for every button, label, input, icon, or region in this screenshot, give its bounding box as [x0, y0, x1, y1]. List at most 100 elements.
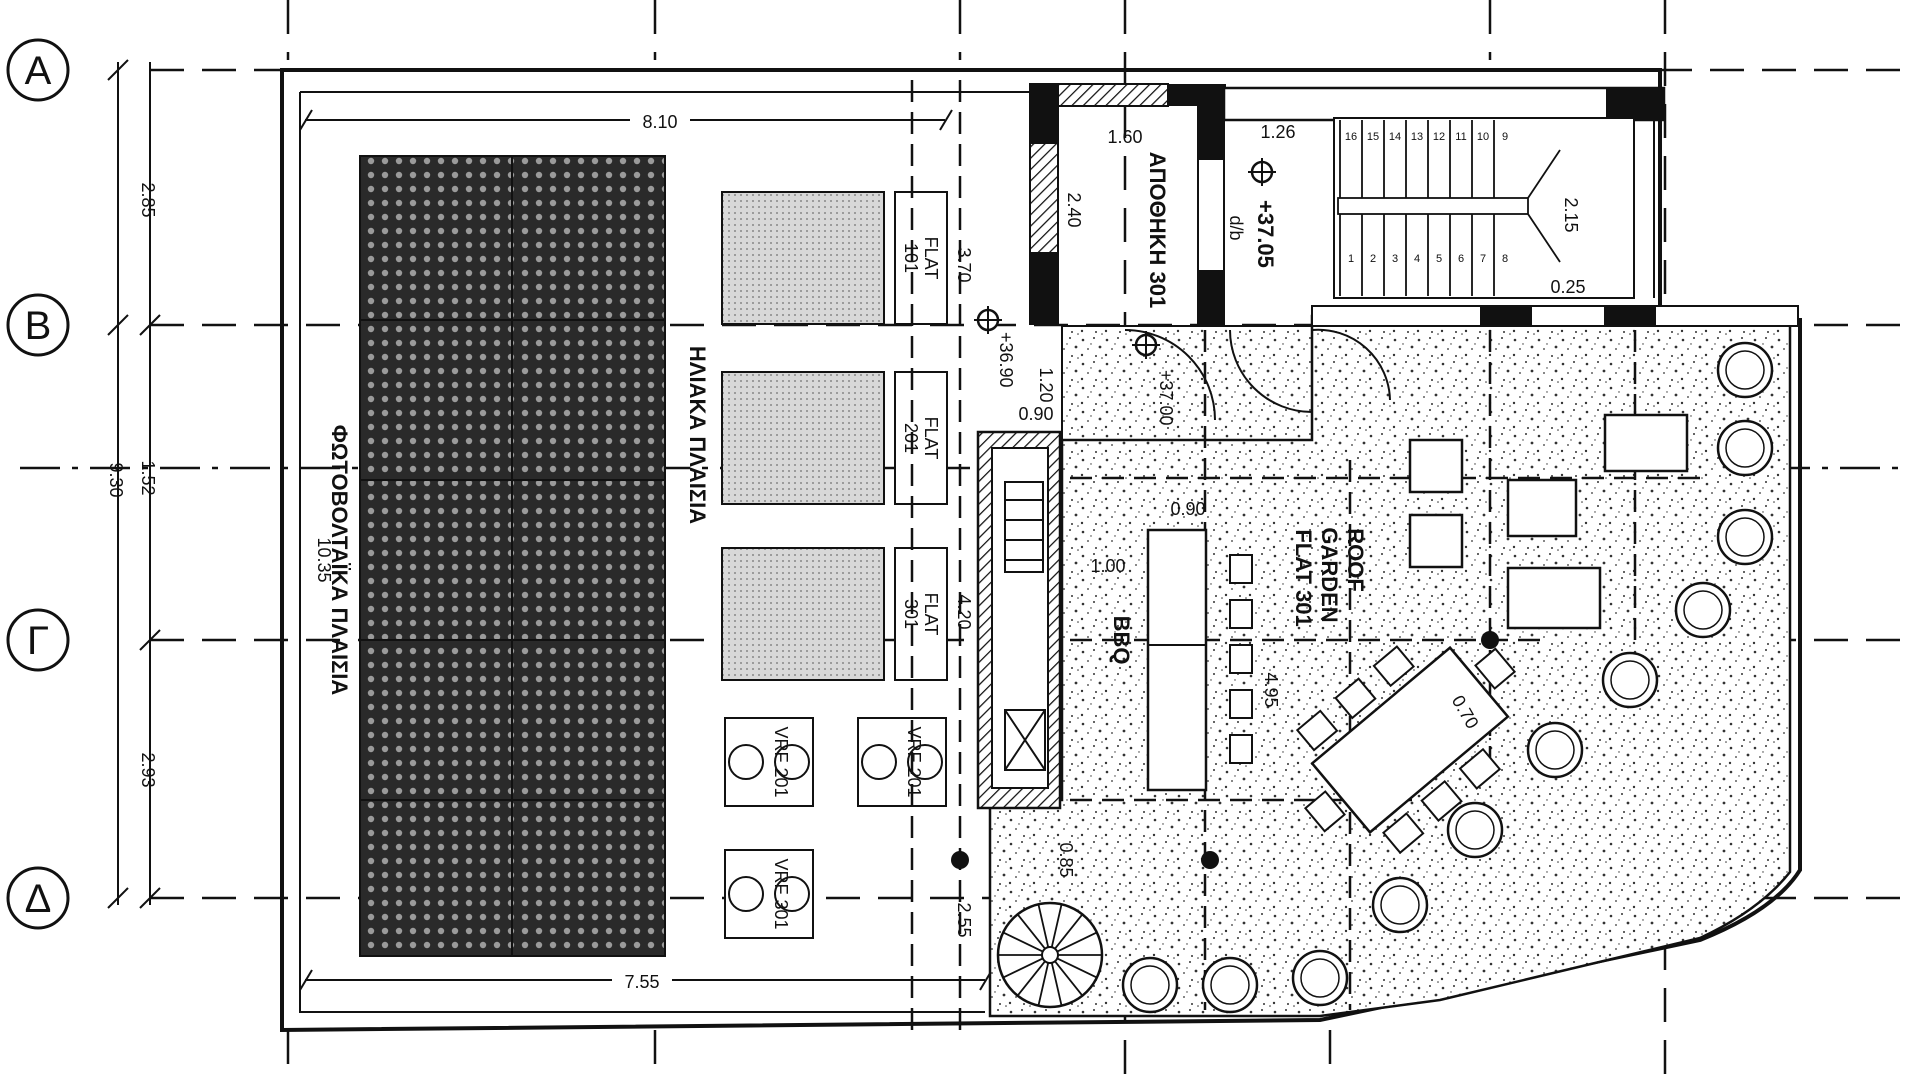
elevation-stair-top: +37.05	[1253, 200, 1278, 268]
spiral-tread	[1054, 913, 1084, 950]
spiral-tread	[1016, 913, 1046, 950]
dim-0-90-b: 0.90	[1170, 499, 1205, 519]
dim-1-00: 1.00	[1090, 556, 1125, 576]
pv-dim: 10.35	[314, 537, 334, 582]
solar-collectors	[721, 191, 948, 681]
stair-number: 4	[1414, 253, 1420, 265]
elevation-level-2: +37.00	[1156, 370, 1176, 426]
dim-4-20: 4.20	[954, 594, 974, 629]
spiral-tread	[1050, 904, 1063, 948]
dim-1-52: 1.52	[138, 460, 158, 495]
staircase	[1222, 86, 1666, 299]
planter-inner	[1300, 958, 1340, 998]
spiral-tread	[1056, 957, 1098, 979]
dining-table	[1295, 645, 1517, 855]
dim-1-20: 1.20	[1036, 367, 1056, 402]
vrf-label-1: VRF 201	[771, 726, 791, 797]
planter-inner	[1130, 965, 1170, 1005]
axis-bubble-g: Γ	[6, 608, 70, 672]
planter-inner	[1725, 517, 1765, 557]
stair-winder	[1527, 149, 1561, 263]
planter-inner	[1610, 660, 1650, 700]
stair-number: 14	[1389, 131, 1401, 143]
door-swings	[1124, 328, 1391, 421]
elevation-marker-2	[1132, 331, 1160, 359]
svg-text:Α: Α	[25, 49, 52, 93]
planter-inner	[1210, 965, 1250, 1005]
spiral-tread	[1037, 904, 1050, 948]
spiral-tread	[1054, 960, 1084, 997]
stair-number: 3	[1392, 253, 1398, 265]
spiral-stair	[996, 901, 1104, 1009]
stair-number: 6	[1458, 253, 1464, 265]
stair-number: 10	[1477, 131, 1489, 143]
bottom-width-dimension: 7.55	[299, 966, 993, 992]
spiral-tread	[1016, 960, 1046, 997]
stair-number: 13	[1411, 131, 1423, 143]
planter-inner	[1535, 730, 1575, 770]
flat-301-number: 301	[901, 599, 921, 629]
storage-height: 2.40	[1064, 192, 1084, 227]
planter-inner	[1725, 350, 1765, 390]
planter-inner	[1725, 428, 1765, 468]
elevation-level-1: +36.90	[996, 332, 1016, 388]
axis-bubble-d: Δ	[6, 866, 70, 930]
flat-301-label: FLAT	[921, 593, 941, 636]
svg-text:8.10: 8.10	[642, 112, 677, 132]
stair-dim-b: 0.25	[1550, 277, 1585, 297]
axis-bubble-b: Β	[6, 293, 70, 357]
planter-inner	[1380, 885, 1420, 925]
spiral-tread	[1056, 931, 1098, 953]
svg-text:Δ: Δ	[25, 877, 52, 921]
bbq-label: BBQ	[1109, 616, 1134, 665]
planter-inner	[1455, 810, 1495, 850]
planters	[1121, 341, 1774, 1014]
dim-4-95: 4.95	[1261, 672, 1281, 707]
spiral-tread	[1037, 962, 1050, 1006]
bbq-counter	[976, 430, 1062, 810]
stair-number: 11	[1455, 131, 1466, 143]
elevation-marker-1	[974, 306, 1002, 334]
roof-garden-label-3: FLAT 301	[1291, 529, 1316, 626]
stair-number: 7	[1480, 253, 1486, 265]
stair-number: 16	[1345, 131, 1357, 143]
svg-text:Β: Β	[25, 304, 52, 348]
dim-0-85: 0.85	[1056, 842, 1076, 877]
storage-label: ΑΠΟΘΗΚΗ 301	[1145, 152, 1170, 308]
stair-width: 1.26	[1260, 122, 1295, 142]
stair-handrail	[1337, 197, 1529, 215]
planter-inner	[1683, 590, 1723, 630]
stair-number: 1	[1348, 253, 1354, 265]
stair-dim-a: 2.15	[1561, 197, 1581, 232]
dim-9-30: 9.30	[106, 462, 126, 497]
stair-number: 9	[1502, 131, 1508, 143]
stair-number: 5	[1436, 253, 1442, 265]
db-label: d/b	[1226, 215, 1246, 240]
spiral-tread	[1002, 931, 1044, 953]
vrf-label-2: VRF 201	[904, 726, 924, 797]
flat-201-label: FLAT	[921, 417, 941, 460]
spiral-tread	[1050, 962, 1063, 1006]
storage-width: 1.60	[1107, 127, 1142, 147]
stair-number: 12	[1433, 131, 1445, 143]
axis-bubble-a: Α	[6, 38, 70, 102]
vrf-units	[724, 717, 947, 939]
dim-2-85: 2.85	[138, 182, 158, 217]
stair-number: 15	[1367, 131, 1379, 143]
roof-garden-label-1: ROOF	[1343, 528, 1368, 592]
flat-101-label: FLAT	[921, 237, 941, 280]
pv-label: ΦΩΤΟΒΟΛΤΑΪΚΑ ΠΛΑΙΣΙΑ	[327, 425, 352, 696]
dim-0-90-a: 0.90	[1018, 404, 1053, 424]
dim-3-70: 3.70	[954, 247, 974, 282]
storage-room	[1029, 83, 1226, 325]
dim-2-93: 2.93	[138, 752, 158, 787]
bar-counter	[1146, 528, 1253, 792]
stair-number: 8	[1502, 253, 1508, 265]
spiral-tread	[1002, 957, 1044, 979]
lounge-furniture	[1408, 413, 1689, 630]
dim-2-55: 2.55	[954, 902, 974, 937]
vrf-label-3: VRF 301	[771, 858, 791, 929]
solar-panels-label: ΗΛΙΑΚΑ ΠΛΑΙΣΙΑ	[685, 346, 710, 524]
pv-array	[359, 155, 666, 957]
